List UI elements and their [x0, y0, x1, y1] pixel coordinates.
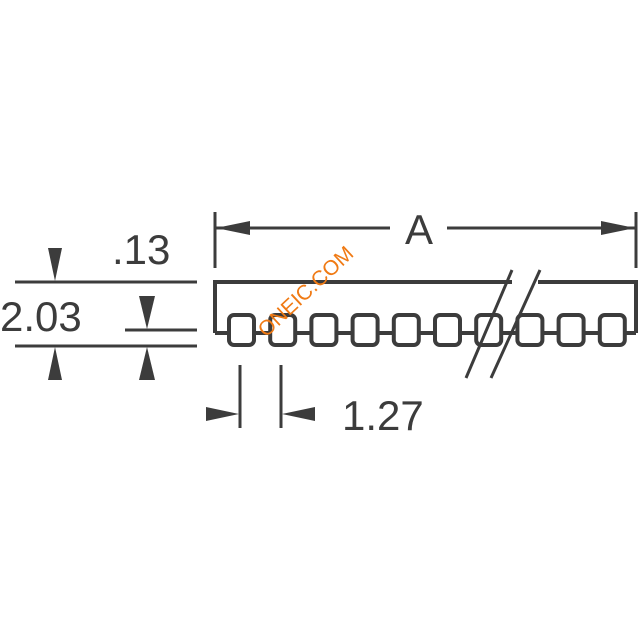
arrow-left-icon — [216, 221, 250, 235]
break-line — [489, 269, 542, 379]
contact — [474, 313, 504, 347]
contact — [309, 313, 339, 347]
body-outline-right — [538, 280, 638, 333]
contact — [391, 313, 421, 347]
contact — [227, 313, 256, 347]
arrowheads — [48, 221, 635, 421]
arrow-up-icon — [48, 347, 62, 380]
length-label: A — [405, 206, 433, 253]
contact — [556, 313, 586, 347]
break-line — [464, 269, 514, 379]
contact — [515, 313, 545, 347]
contact — [433, 313, 462, 347]
arrow-right-icon — [206, 407, 239, 421]
watermark: ONEIC.COM — [254, 242, 358, 342]
contact — [268, 313, 298, 347]
arrow-left-icon — [282, 407, 315, 421]
top-thickness-label: .13 — [112, 226, 170, 273]
arrow-down-icon — [48, 248, 62, 281]
contact — [597, 313, 627, 347]
arrow-down-icon — [139, 296, 155, 329]
pitch-label: 1.27 — [342, 392, 424, 439]
arrow-up-icon — [139, 347, 155, 380]
body-outline-left — [213, 280, 512, 333]
contact — [350, 313, 380, 347]
arrow-right-icon — [601, 221, 635, 235]
height-label: 2.03 — [0, 293, 82, 340]
